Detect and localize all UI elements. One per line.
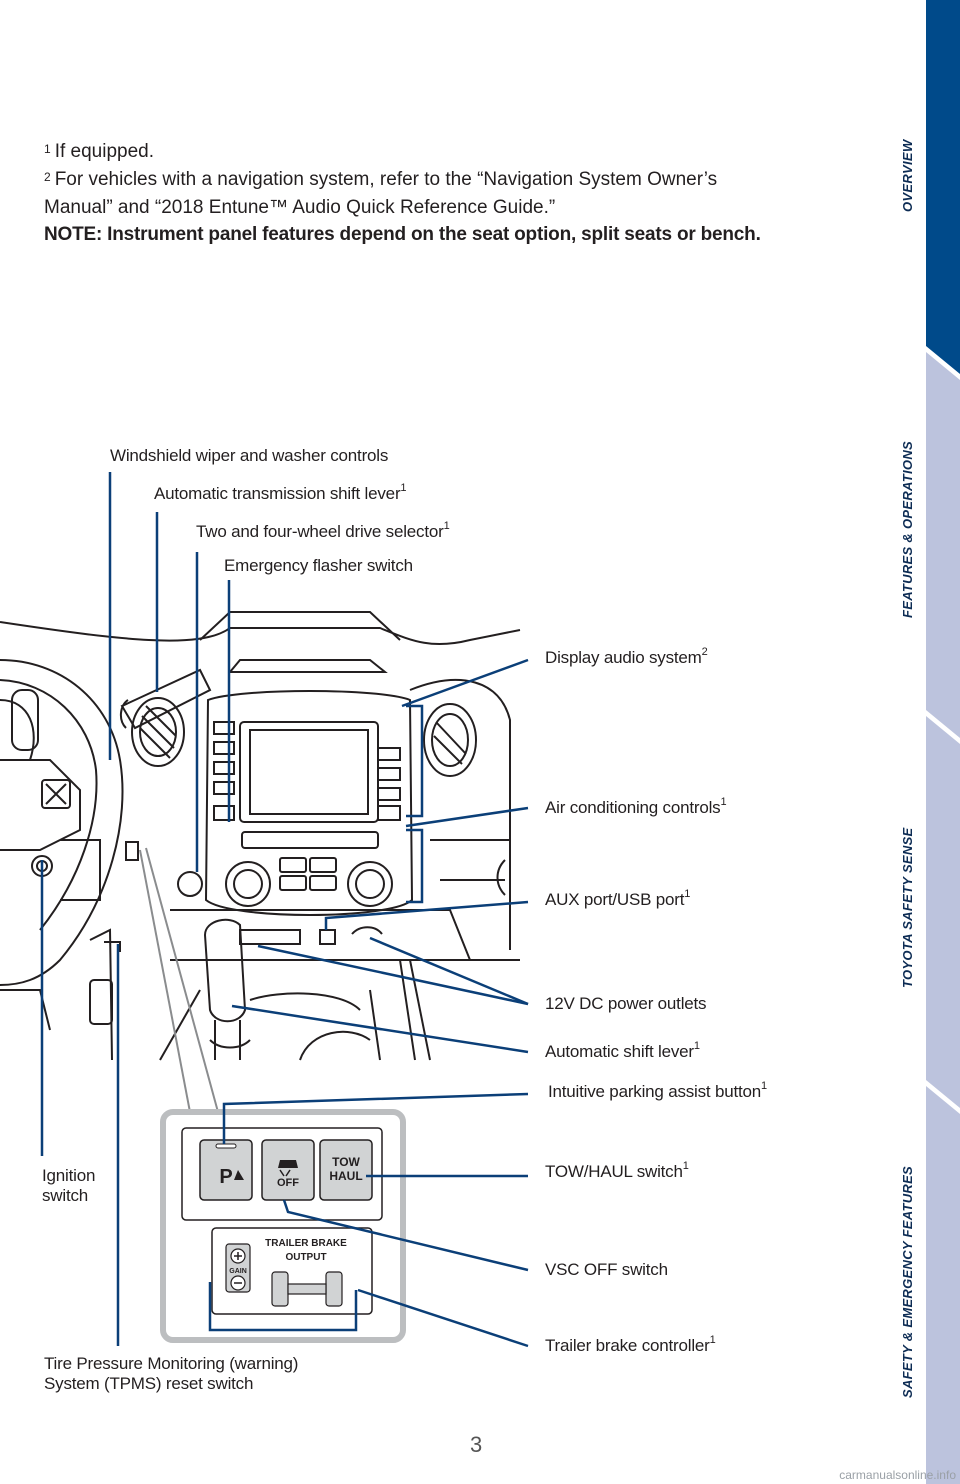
label-aux-usb: AUX port/USB port1	[545, 888, 691, 909]
label-tow-haul: TOW/HAUL switch1	[545, 1160, 689, 1181]
label-air-conditioning: Air conditioning controls1	[545, 796, 727, 817]
tab-safety-sense-shape	[926, 716, 960, 1108]
label-transmission-shift-lever: Automatic transmission shift lever1	[154, 482, 407, 503]
dashboard-line-art	[0, 611, 521, 1061]
label-automatic-shift-lever: Automatic shift lever1	[545, 1040, 700, 1061]
label-wiper-controls: Windshield wiper and washer controls	[110, 446, 389, 465]
tab-emergency-shape	[926, 1086, 960, 1484]
inset-callout-lines	[139, 847, 219, 1113]
label-ignition-switch: Ignition switch	[42, 1166, 96, 1205]
haul-button-text: HAUL	[329, 1169, 362, 1183]
section-sidebar	[926, 0, 960, 1484]
output-text: OUTPUT	[285, 1252, 326, 1263]
label-dc-outlets: 12V DC power outlets	[545, 994, 707, 1013]
watermark: carmanualsonline.info	[839, 1468, 956, 1482]
sidebar-tabs-graphic	[926, 0, 960, 1484]
tab-features-shape	[926, 352, 960, 738]
tow-button-text: TOW	[332, 1155, 360, 1169]
label-vsc-off: VSC OFF switch	[545, 1260, 668, 1279]
switch-panel-inset: P OFF TOW HAUL TRAILER BRAKE OUTPUT GAIN	[160, 1109, 406, 1343]
leader-lines	[40, 472, 529, 1348]
instrument-panel-note: NOTE: Instrument panel features depend o…	[44, 224, 761, 245]
label-drive-selector: Two and four-wheel drive selector1	[196, 520, 450, 541]
page-number: 3	[470, 1432, 483, 1457]
label-parking-assist: Intuitive parking assist button1	[548, 1080, 767, 1101]
label-tpms-reset: Tire Pressure Monitoring (warning) Syste…	[44, 1354, 299, 1393]
vsc-off-button-text: OFF	[277, 1177, 299, 1189]
tab-overview-shape	[926, 0, 960, 374]
label-display-audio: Display audio system2	[545, 646, 708, 667]
footnote-2-cont: Manual” and “2018 Entune™ Audio Quick Re…	[44, 197, 556, 218]
svg-text:P: P	[219, 1166, 232, 1188]
trailer-brake-text: TRAILER BRAKE	[265, 1238, 347, 1249]
gain-text: GAIN	[229, 1268, 247, 1275]
label-emergency-flasher: Emergency flasher switch	[224, 556, 413, 575]
label-trailer-brake: Trailer brake controller1	[545, 1334, 716, 1355]
